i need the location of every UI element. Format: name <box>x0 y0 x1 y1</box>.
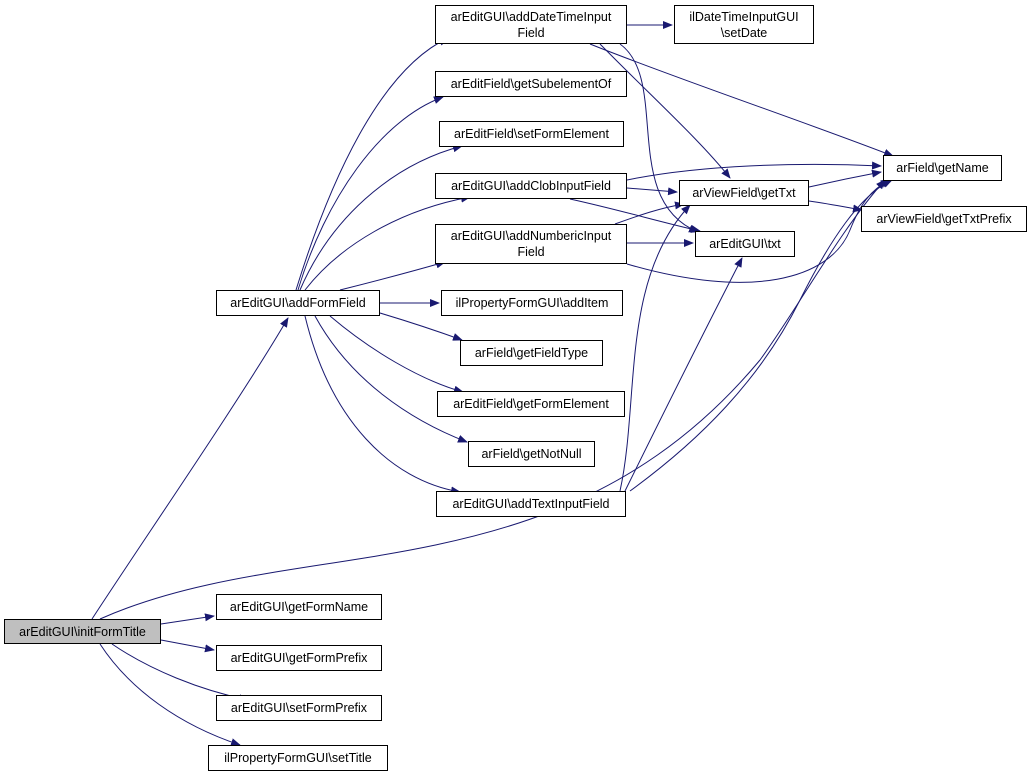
edge-addFormField-to-setFormElement <box>299 144 463 291</box>
edge-initFormTitle-to-addFormField <box>91 317 289 620</box>
node-label: arEditGUI\addTextInputField <box>452 497 610 511</box>
node-label: arEditGUI\addDateTimeInput Field <box>450 9 612 40</box>
node-addNumbericInputField[interactable]: arEditGUI\addNumbericInput Field <box>435 224 627 264</box>
node-addFormField[interactable]: arEditGUI\addFormField <box>216 290 380 316</box>
edge-addFormField-to-getFormElement <box>329 315 464 394</box>
edge-addFormField-to-getNotNull <box>314 315 468 443</box>
node-label: ilPropertyFormGUI\setTitle <box>224 751 372 765</box>
edge-addClobInputField-to-getName <box>626 161 882 181</box>
node-getNotNull[interactable]: arField\getNotNull <box>468 441 595 467</box>
node-label: arField\getName <box>896 161 989 175</box>
edge-getTxt-to-getTxtPrefix <box>808 200 863 213</box>
edge-initFormTitle-to-getName <box>99 179 886 620</box>
node-label: arEditField\getSubelementOf <box>450 77 612 91</box>
edge-initFormTitle-to-getFormPrefix <box>160 639 215 653</box>
edge-addTextInputField-to-txt <box>624 257 743 492</box>
node-label: arEditGUI\addClobInputField <box>451 179 611 193</box>
node-setFormPrefix[interactable]: arEditGUI\setFormPrefix <box>216 695 382 721</box>
edge-addClobInputField-to-getTxt <box>626 187 678 196</box>
node-addTextInputField[interactable]: arEditGUI\addTextInputField <box>436 491 626 517</box>
node-label: arEditField\getFormElement <box>453 397 609 411</box>
node-getFormElement[interactable]: arEditField\getFormElement <box>437 391 625 417</box>
edge-addNumbericInputField-to-getTxt <box>614 201 685 225</box>
node-label: arField\getFieldType <box>474 346 589 360</box>
node-getFieldType[interactable]: arField\getFieldType <box>460 340 603 366</box>
edge-addFormField-to-getSubelementOf <box>297 96 444 291</box>
edge-addFormField-to-getFieldType <box>379 312 463 341</box>
node-addDateTimeInputField[interactable]: arEditGUI\addDateTimeInput Field <box>435 5 627 44</box>
node-getFormName[interactable]: arEditGUI\getFormName <box>216 594 382 620</box>
node-getTxt[interactable]: arViewField\getTxt <box>679 180 809 206</box>
node-label: ilPropertyFormGUI\addItem <box>455 296 609 310</box>
node-label: arEditGUI\getFormName <box>229 600 369 614</box>
node-getName[interactable]: arField\getName <box>883 155 1002 181</box>
node-addItem[interactable]: ilPropertyFormGUI\addItem <box>441 290 623 316</box>
edge-addFormField-to-addNumbericInputField <box>339 260 446 291</box>
node-setDate[interactable]: ilDateTimeInputGUI \setDate <box>674 5 814 44</box>
node-label: arEditGUI\initFormTitle <box>19 624 146 639</box>
node-label: arEditGUI\addFormField <box>230 296 366 310</box>
node-label: arEditGUI\setFormPrefix <box>230 701 368 715</box>
node-initFormTitle: arEditGUI\initFormTitle <box>4 619 161 644</box>
edge-addFormField-to-addDateTimeInputField <box>295 37 449 291</box>
edge-addDateTimeInputField-to-getTxt <box>599 43 731 179</box>
node-label: arViewField\getTxt <box>692 186 796 200</box>
node-addClobInputField[interactable]: arEditGUI\addClobInputField <box>435 173 627 199</box>
node-setTitle[interactable]: ilPropertyFormGUI\setTitle <box>208 745 388 771</box>
node-label: arEditGUI\addNumbericInput Field <box>450 229 612 259</box>
edge-initFormTitle-to-setTitle <box>99 643 241 746</box>
node-label: arField\getNotNull <box>481 447 582 461</box>
node-label: arEditGUI\txt <box>709 237 781 251</box>
edge-addDateTimeInputField-to-getName <box>589 43 894 157</box>
edge-addTextInputField-to-getTxt <box>619 204 691 492</box>
edge-getTxt-to-getName <box>808 169 882 188</box>
edge-addFormField-to-addTextInputField <box>304 315 461 495</box>
node-label: arViewField\getTxtPrefix <box>876 212 1012 226</box>
edge-addFormField-to-addClobInputField <box>304 194 471 291</box>
node-getFormPrefix[interactable]: arEditGUI\getFormPrefix <box>216 645 382 671</box>
edge-addTextInputField-to-getName <box>629 179 893 492</box>
node-getTxtPrefix[interactable]: arViewField\getTxtPrefix <box>861 206 1027 232</box>
node-label: arEditGUI\getFormPrefix <box>230 651 368 665</box>
node-setFormElement[interactable]: arEditField\setFormElement <box>439 121 624 147</box>
node-txt[interactable]: arEditGUI\txt <box>695 231 795 257</box>
node-label: ilDateTimeInputGUI \setDate <box>689 9 799 40</box>
node-label: arEditField\setFormElement <box>454 127 609 141</box>
node-getSubelementOf[interactable]: arEditField\getSubelementOf <box>435 71 627 97</box>
edge-initFormTitle-to-getFormName <box>160 613 215 625</box>
